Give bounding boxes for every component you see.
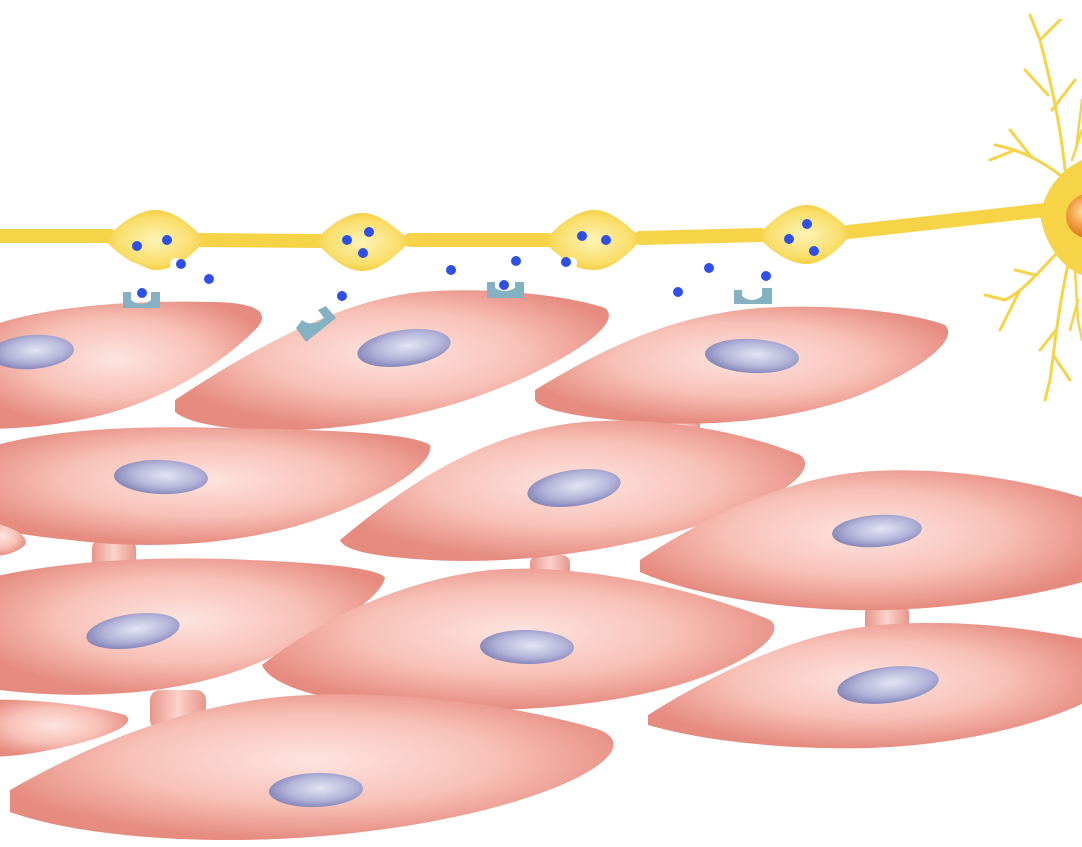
smooth-muscle-tissue [0,290,1082,840]
nucleus-icon [480,629,574,665]
neuron-soma [1040,160,1082,275]
varicosity-icon [105,205,852,271]
neurotransmitters [132,219,819,301]
neuron [0,13,1082,402]
neurotransmitter-icon [802,219,812,229]
neurotransmitter-icon [511,256,521,266]
neurotransmitter-icon [673,287,683,297]
neurotransmitter-icon [162,235,172,245]
receptor-icon [123,292,160,308]
nuclei [0,329,939,808]
nucleus-icon [705,338,799,374]
neurotransmitter-icon [364,227,374,237]
neurotransmitter-icon [446,265,456,275]
nucleus-icon [527,469,621,507]
neurotransmitter-icon [761,271,771,281]
neurotransmitter-icon [784,234,794,244]
smooth-muscle-cell-icon [0,699,128,757]
nucleus-icon [357,329,451,367]
nucleus-icon [832,514,922,548]
neurotransmitter-icon [342,235,352,245]
smooth-muscle-cell-icon [0,427,431,545]
receptors [123,282,772,342]
smooth-muscle-cell-icon [10,694,614,840]
neurotransmitter-icon [137,288,147,298]
axon [0,203,1052,248]
nucleus-icon [86,612,180,650]
neurotransmitter-icon [204,274,214,284]
nucleus-icon [269,772,363,808]
smooth-muscle-cell-icon [0,524,26,556]
neurotransmitter-icon [577,231,587,241]
neurotransmitter-icon [809,246,819,256]
dendrites [983,13,1082,402]
nucleus-neuron [1066,194,1082,238]
neurotransmitter-icon [176,259,186,269]
neurotransmitter-icon [358,248,368,258]
smooth-muscle-cell-icon [0,558,385,695]
nucleus-icon [0,334,74,370]
neurotransmitter-icon [601,235,611,245]
receptor-icon [487,282,524,298]
receptor-icon [296,306,336,342]
neurotransmitter-icon [337,291,347,301]
nucleus-icon [837,666,939,704]
neurotransmitter-icon [499,280,509,290]
neurotransmitter-icon [704,263,714,273]
smooth-muscle-cell-icon [0,301,262,429]
nucleus-icon [114,459,208,495]
receptor-icon [734,288,772,304]
neurotransmitter-icon [561,257,571,267]
neurotransmitter-icon [132,241,142,251]
